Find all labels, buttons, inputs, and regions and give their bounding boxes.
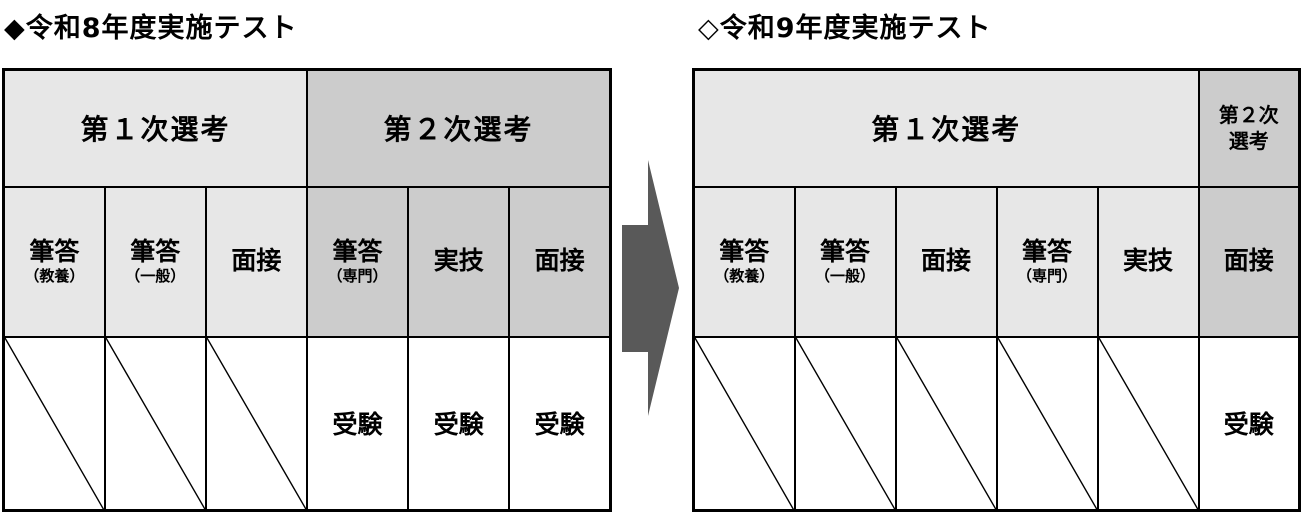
reiwa9-table: 第１次選考 第２次 選考 筆答 （教養） 筆答 （一般） 面接 筆答 （専門） — [692, 68, 1301, 512]
test-type-cell: 筆答 （専門） — [305, 185, 410, 338]
status-label: 受験 — [1223, 410, 1274, 440]
test-type-main: 面接 — [231, 246, 282, 276]
test-type-cell: 面接 — [204, 185, 308, 338]
test-type-main: 面接 — [920, 246, 971, 276]
diagonal-slash-icon — [695, 338, 794, 510]
test-type-row: 筆答 （教養） 筆答 （一般） 面接 筆答 （専門） 実技 面接 — [2, 185, 612, 338]
test-type-cell: 筆答 （教養） — [692, 185, 796, 338]
test-type-main: 面接 — [1223, 246, 1274, 276]
test-type-main: 筆答 — [719, 237, 770, 267]
stage2-label: 第２次 選考 — [1218, 103, 1279, 154]
test-type-sub: （教養） — [714, 266, 775, 285]
status-cell: 受験 — [407, 335, 511, 512]
status-row: 受験 受験 受験 — [2, 335, 612, 512]
not-applicable-cell — [103, 335, 207, 512]
test-type-main: 筆答 — [29, 237, 80, 267]
test-type-sub: （一般） — [814, 266, 875, 285]
stage2-header-cell: 第２次選考 — [305, 68, 612, 188]
not-applicable-cell — [995, 335, 1099, 512]
test-type-main: 面接 — [534, 246, 585, 276]
status-label: 受験 — [332, 410, 383, 440]
stage2-header-cell: 第２次 選考 — [1197, 68, 1301, 188]
test-type-cell: 筆答 （専門） — [995, 185, 1099, 338]
test-type-cell: 実技 — [1096, 185, 1200, 338]
not-applicable-cell — [692, 335, 796, 512]
reiwa8-table: 第１次選考 第２次選考 筆答 （教養） 筆答 （一般） 面接 筆答 （専門） — [2, 68, 612, 512]
not-applicable-cell — [204, 335, 308, 512]
diagonal-slash-icon — [998, 338, 1097, 510]
diagonal-slash-icon — [1099, 338, 1198, 510]
test-type-main: 筆答 — [1021, 237, 1072, 267]
reiwa9-exam-table: 第１次選考 第２次 選考 筆答 （教養） 筆答 （一般） 面接 筆答 （専門） — [692, 68, 1301, 512]
stage2-label: 第２次選考 — [383, 113, 534, 147]
status-label: 受験 — [534, 410, 585, 440]
status-cell: 受験 — [508, 335, 612, 512]
test-type-cell: 面接 — [894, 185, 998, 338]
stage1-header-cell: 第１次選考 — [692, 68, 1200, 188]
right-panel-title: ◇令和9年度実施テスト — [698, 13, 992, 44]
test-type-row: 筆答 （教養） 筆答 （一般） 面接 筆答 （専門） 実技 面接 — [692, 185, 1301, 338]
left-panel-title: ◆令和8年度実施テスト — [4, 13, 298, 44]
status-label: 受験 — [433, 410, 484, 440]
stage-header-row: 第１次選考 第２次選考 — [2, 68, 612, 188]
not-applicable-cell — [894, 335, 998, 512]
diagonal-slash-icon — [106, 338, 205, 510]
stage1-label: 第１次選考 — [80, 113, 231, 147]
diagonal-slash-icon — [207, 338, 306, 510]
test-type-main: 筆答 — [130, 237, 181, 267]
stage1-header-cell: 第１次選考 — [2, 68, 308, 188]
diagonal-slash-icon — [796, 338, 895, 510]
stage-header-row: 第１次選考 第２次 選考 — [692, 68, 1301, 188]
test-type-main: 実技 — [1122, 246, 1173, 276]
test-type-main: 筆答 — [819, 237, 870, 267]
test-type-cell: 筆答 （一般） — [793, 185, 897, 338]
right-arrow-icon — [622, 160, 679, 416]
test-type-sub: （一般） — [125, 266, 186, 285]
status-row: 受験 — [692, 335, 1301, 512]
test-type-sub: （専門） — [327, 266, 388, 285]
test-type-sub: （専門） — [1016, 266, 1077, 285]
diagonal-slash-icon — [897, 338, 996, 510]
reiwa8-exam-table: 第１次選考 第２次選考 筆答 （教養） 筆答 （一般） 面接 筆答 （専門） — [2, 68, 612, 512]
not-applicable-cell — [2, 335, 106, 512]
test-type-cell: 実技 — [407, 185, 511, 338]
not-applicable-cell — [1096, 335, 1200, 512]
test-type-main: 筆答 — [332, 237, 383, 267]
test-type-cell: 筆答 （一般） — [103, 185, 207, 338]
status-cell: 受験 — [1197, 335, 1301, 512]
test-type-main: 実技 — [433, 246, 484, 276]
status-cell: 受験 — [305, 335, 410, 512]
stage1-label: 第１次選考 — [871, 113, 1022, 147]
diagonal-slash-icon — [5, 338, 104, 510]
test-type-cell: 筆答 （教養） — [2, 185, 106, 338]
test-type-sub: （教養） — [24, 266, 85, 285]
not-applicable-cell — [793, 335, 897, 512]
test-type-cell: 面接 — [508, 185, 612, 338]
test-type-cell: 面接 — [1197, 185, 1301, 338]
